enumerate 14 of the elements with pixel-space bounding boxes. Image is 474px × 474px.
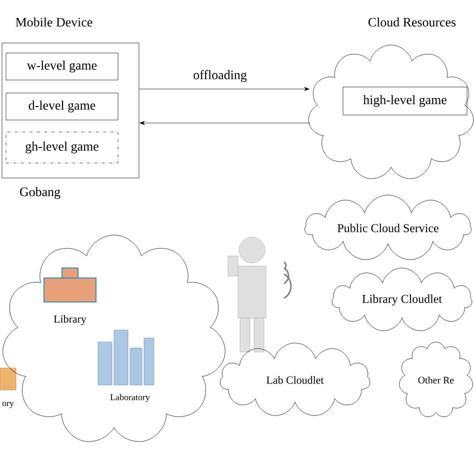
game-box: d-level game [6, 92, 118, 120]
edge-label: offloading [192, 69, 248, 83]
node-label: Mobile Device [16, 17, 92, 27]
building-label: ory [2, 402, 14, 408]
game-box: w-level game [6, 52, 118, 80]
node-label: Gobang [20, 187, 60, 199]
building-label: Library [54, 315, 86, 325]
game-box: gh-level game [6, 132, 118, 164]
arrow [139, 87, 310, 91]
game-box: high-level game [342, 86, 468, 116]
node-label: Cloud Resources [368, 17, 456, 27]
building-label: Laboratory [110, 394, 150, 402]
arrow [140, 121, 310, 125]
cloud-shape [2, 234, 226, 442]
